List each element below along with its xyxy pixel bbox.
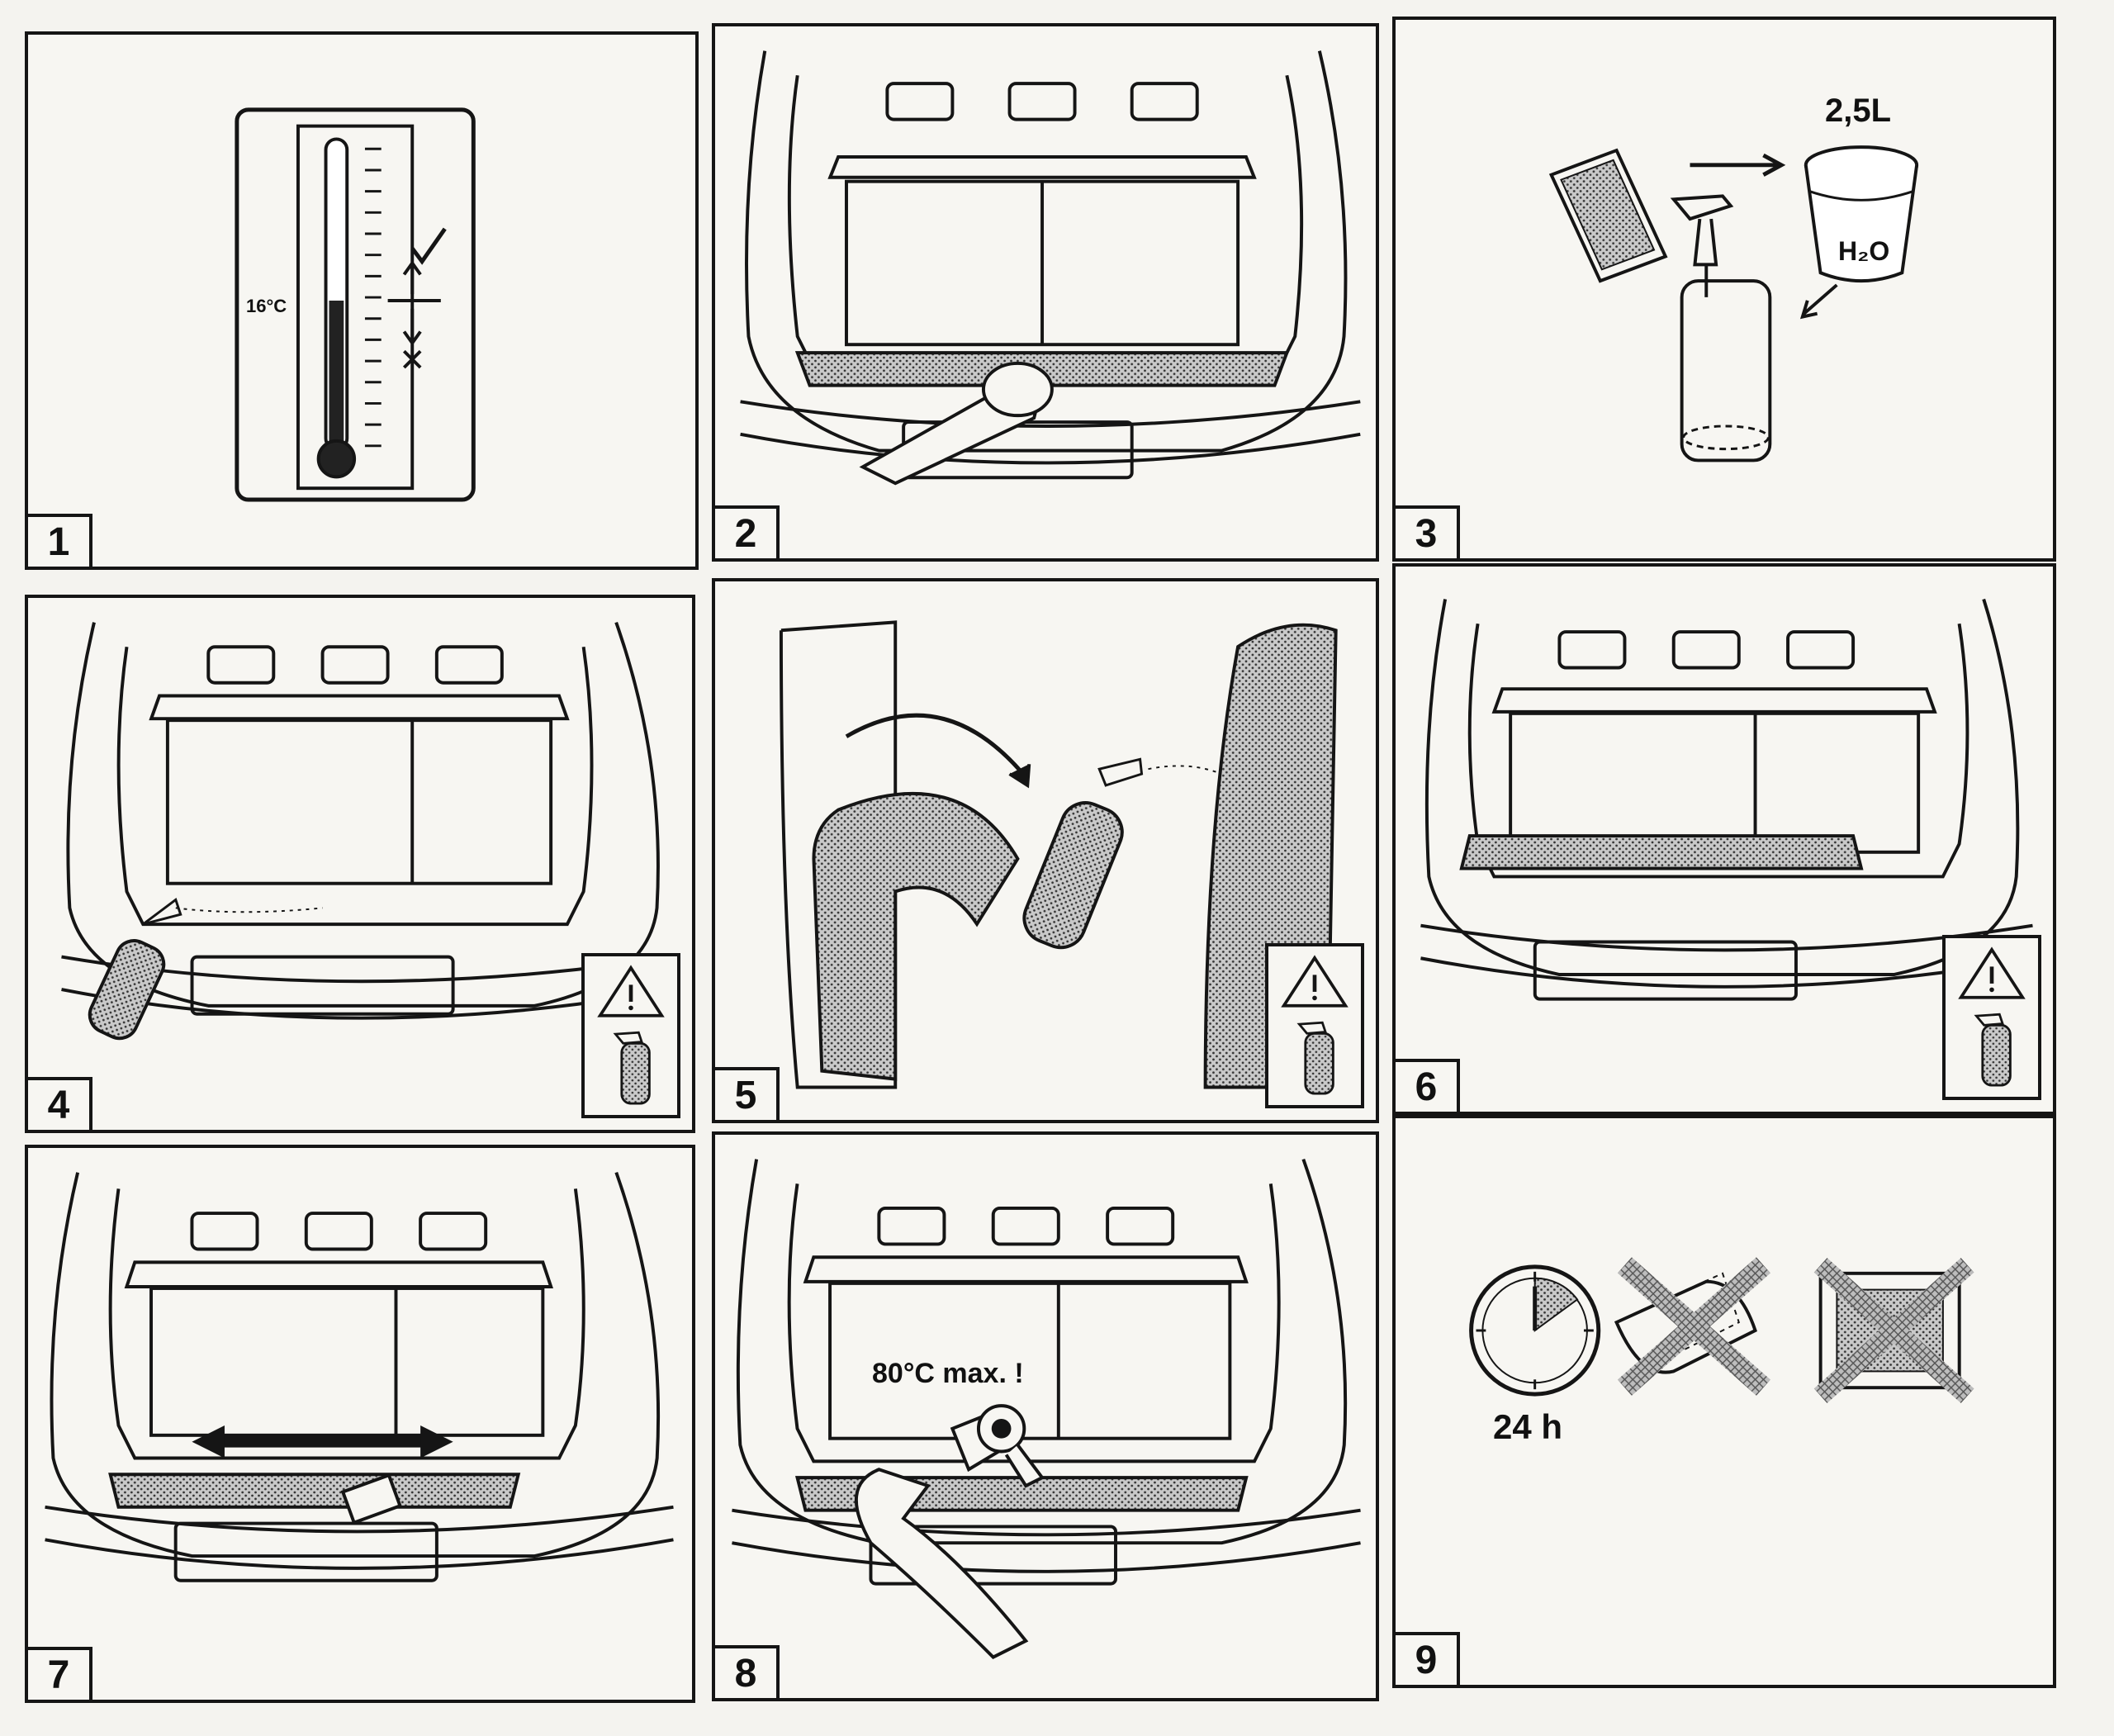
arrow-down-icon xyxy=(402,308,422,346)
sachet-icon xyxy=(1548,148,1668,283)
cloth-icon xyxy=(981,361,1054,418)
step-panel-8: 80°C max. ! 8 xyxy=(712,1131,1379,1701)
peel-arrow-icon xyxy=(845,713,1028,779)
step-panel-7: 7 xyxy=(25,1145,695,1703)
volume-label: 2,5L xyxy=(1825,92,1892,129)
warning-box xyxy=(1942,935,2041,1100)
temperature-label: 16°C xyxy=(246,296,287,316)
heat-dry-illustration xyxy=(732,1158,1361,1659)
step-panel-6: 6 xyxy=(1392,563,2056,1115)
step-panel-4: 4 xyxy=(25,595,695,1133)
arrow-up-icon xyxy=(402,260,422,295)
double-arrow-icon xyxy=(192,1425,453,1459)
hand-icon xyxy=(854,1468,1029,1659)
thermometer-illustration xyxy=(235,107,476,502)
duration-label: 24 h xyxy=(1493,1407,1563,1446)
spray-trunk-edge-illustration xyxy=(61,621,674,1041)
step-panel-2: 2 xyxy=(712,23,1379,562)
arrow-pour-icon xyxy=(1799,283,1838,320)
spray-bottle-icon xyxy=(1296,1021,1334,1095)
cross-icon xyxy=(1617,1257,1770,1396)
water-label: H₂O xyxy=(1838,236,1890,266)
step-number: 1 xyxy=(28,514,92,567)
arrow-right-icon xyxy=(1690,153,1786,177)
check-icon xyxy=(410,227,447,265)
mix-solution-illustration xyxy=(1548,145,1919,462)
warning-box xyxy=(1265,943,1364,1108)
max-temperature-label: 80°C max. ! xyxy=(872,1358,1024,1389)
warning-box xyxy=(581,953,680,1118)
thermometer-icon xyxy=(316,137,357,479)
spray-bottle-icon xyxy=(1670,194,1772,462)
warning-triangle-icon xyxy=(1958,946,2026,999)
bucket-icon xyxy=(1804,145,1919,283)
step-number: 6 xyxy=(1396,1059,1460,1112)
clock-icon xyxy=(1469,1264,1601,1397)
step-number: 7 xyxy=(28,1647,92,1700)
hair-dryer-icon xyxy=(950,1404,1045,1488)
spray-bottle-icon xyxy=(88,898,182,1041)
place-protector-illustration xyxy=(1420,598,2033,1001)
step-number: 2 xyxy=(715,505,780,558)
step-panel-3: 2,5L H₂O 3 xyxy=(1392,17,2056,562)
clean-trunk-edge-illustration xyxy=(740,50,1361,486)
cross-icon xyxy=(1813,1258,1974,1403)
cross-icon xyxy=(402,349,422,369)
step-panel-5: 5 xyxy=(712,578,1379,1123)
warning-triangle-icon xyxy=(597,965,665,1017)
spray-bottle-icon xyxy=(1974,1013,2012,1087)
step-number: 4 xyxy=(28,1077,92,1130)
peel-and-spray-illustration xyxy=(779,620,1338,1089)
step-number: 5 xyxy=(715,1067,780,1120)
step-panel-9: 24 h 9 xyxy=(1392,1115,2056,1688)
step-panel-1: 16°C 1 xyxy=(25,31,699,570)
step-number: 3 xyxy=(1396,505,1460,558)
squeegee-icon xyxy=(340,1473,402,1525)
squeegee-illustration xyxy=(45,1171,674,1582)
spray-bottle-icon xyxy=(1022,757,1144,950)
step-number: 9 xyxy=(1396,1632,1460,1685)
wait-no-wash-illustration xyxy=(1469,1257,1974,1403)
step-number: 8 xyxy=(715,1645,780,1698)
spray-bottle-icon xyxy=(613,1031,651,1105)
warning-triangle-icon xyxy=(1281,955,1349,1008)
